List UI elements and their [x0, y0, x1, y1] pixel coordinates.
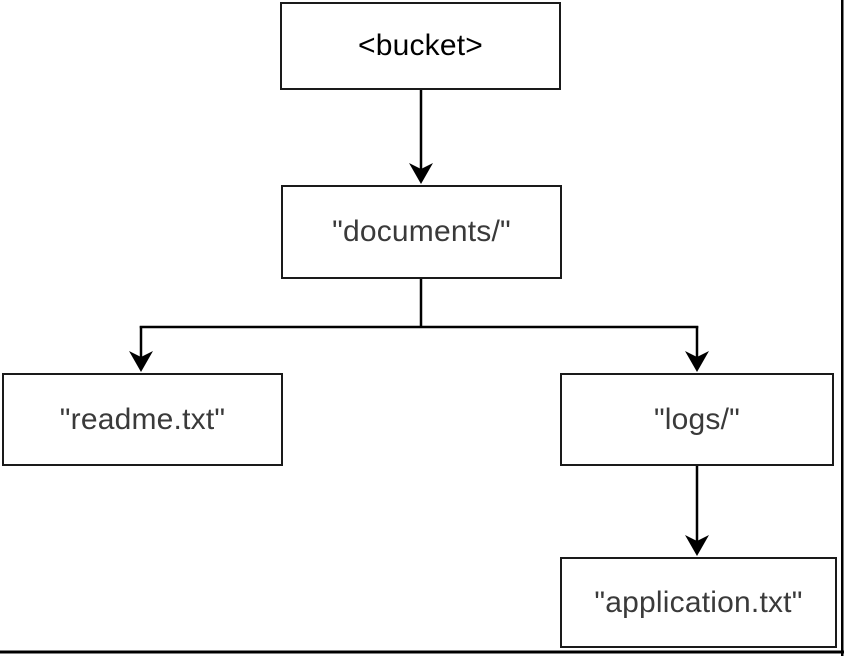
node-readme: "readme.txt" [2, 373, 283, 466]
node-bucket: <bucket> [280, 2, 561, 90]
node-documents-label: "documents/" [332, 215, 511, 248]
node-logs-label: "logs/" [653, 402, 741, 436]
arrowhead-application [685, 535, 709, 556]
node-application-label: "application.txt" [594, 585, 803, 619]
node-readme-label: "readme.txt" [59, 402, 226, 436]
arrowhead-documents [409, 163, 433, 184]
frame-border-right [841, 0, 844, 656]
node-application: "application.txt" [560, 557, 837, 648]
arrowhead-readme [129, 351, 153, 372]
node-documents: "documents/" [281, 185, 562, 279]
node-logs: "logs/" [560, 373, 834, 466]
arrowhead-logs [685, 351, 709, 372]
frame-border-bottom [0, 650, 844, 654]
node-bucket-label: <bucket> [357, 29, 484, 62]
